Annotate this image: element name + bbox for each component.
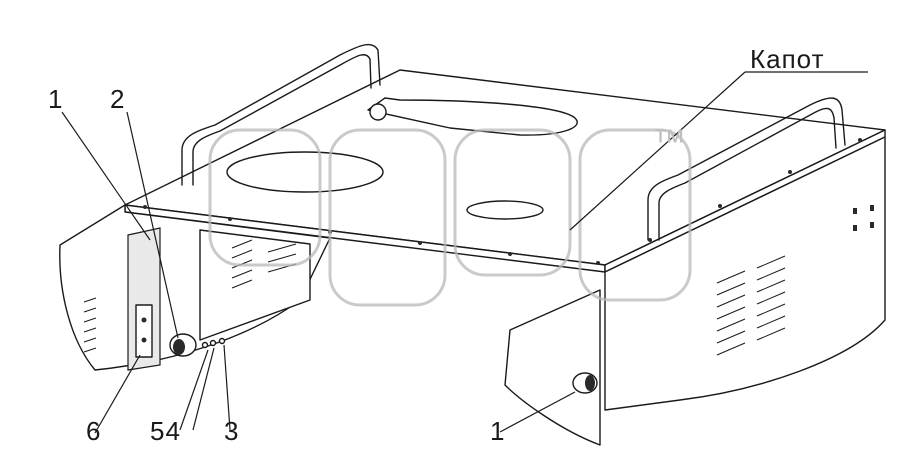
left-handle-inner — [192, 54, 372, 186]
callout-5-4: 54 — [150, 416, 181, 446]
right-side-panel — [604, 136, 886, 411]
right-panel-holes — [853, 205, 874, 231]
callout-1-right: 1 — [490, 416, 506, 446]
fastener-3 — [218, 337, 226, 345]
right-handle-inner — [658, 107, 837, 241]
callout-leaders — [61, 71, 868, 434]
callout-3: 3 — [224, 416, 240, 446]
left-handle — [181, 43, 381, 186]
lock-knob — [169, 333, 197, 357]
left-vent-slots — [83, 297, 97, 353]
cover-plate-eye — [369, 103, 387, 121]
exhaust-opening — [226, 151, 384, 193]
latch-bolt-2 — [141, 337, 147, 343]
fastener-5 — [201, 341, 209, 349]
watermark-logo — [208, 128, 692, 307]
cover-plate — [367, 97, 578, 136]
callout-1-left: 1 — [48, 84, 64, 114]
callout-2: 2 — [110, 84, 126, 114]
right-vent-slots — [716, 255, 786, 356]
watermark-trademark: ™ — [652, 123, 686, 161]
intake-opening — [466, 200, 544, 220]
latch-plate — [135, 304, 153, 358]
right-lock-knob — [572, 372, 598, 394]
fastener-4 — [209, 339, 217, 347]
right-handle — [647, 97, 846, 241]
callout-kapot: Капот — [750, 44, 825, 74]
latch-bolt-1 — [141, 317, 147, 323]
front-right-lower-panel — [504, 289, 601, 446]
callout-6: 6 — [86, 416, 102, 446]
